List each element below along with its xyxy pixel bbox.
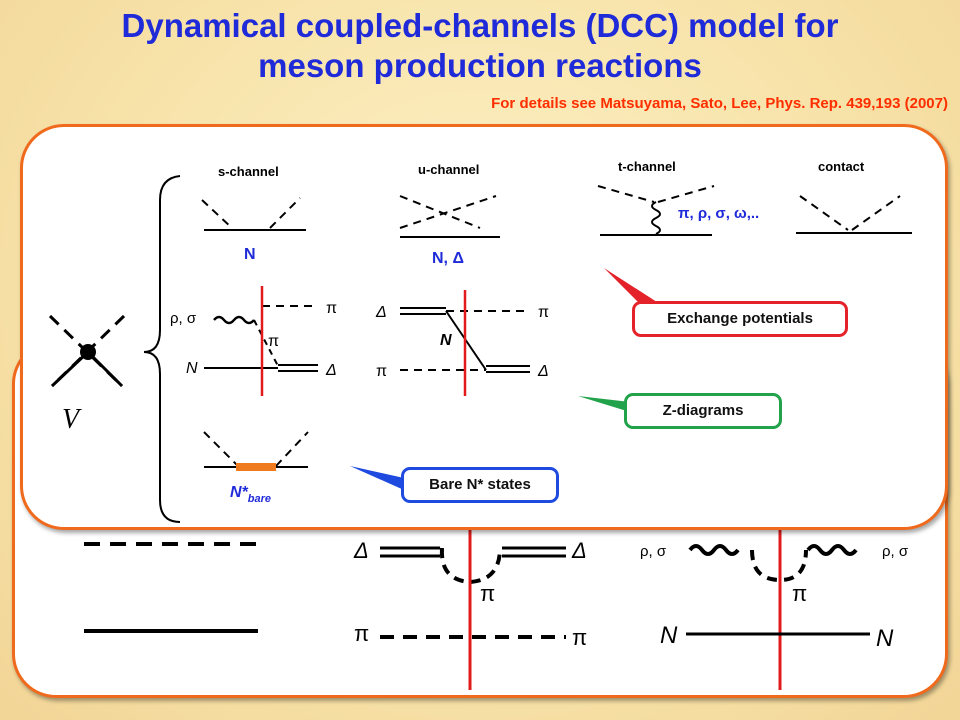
callout-bare-nstar: Bare N* states — [401, 467, 559, 503]
z2-pi-out: π — [538, 304, 549, 321]
z2-delta: Δ — [375, 304, 387, 321]
t-channel-mesons: π, ρ, σ, ω,.. — [678, 205, 759, 222]
u-channel-label: N, Δ — [432, 250, 464, 267]
rho-wiggle-left — [688, 544, 740, 556]
v-label: V — [62, 404, 82, 435]
bare-nstar-bar — [236, 463, 276, 471]
title-line-1: Dynamical coupled-channels (DCC) model f… — [121, 7, 839, 44]
pion-loop-rho — [750, 549, 808, 583]
exchange-pointer — [604, 268, 660, 304]
bare-pointer — [350, 466, 404, 490]
pi-label-left: π — [354, 621, 369, 646]
reference-text: For details see Matsuyama, Sato, Lee, Ph… — [491, 95, 948, 112]
vertex-dot — [80, 344, 96, 360]
bare-nstar-label: N*bare — [230, 484, 271, 505]
header-contact: contact — [818, 159, 865, 174]
nucleon-label-right: N — [876, 625, 894, 652]
header-t-channel: t-channel — [618, 159, 676, 174]
z1-delta: Δ — [325, 362, 337, 379]
z1-meson-label: ρ, σ — [170, 310, 197, 327]
delta-label-right: Δ — [571, 538, 587, 563]
z-pointer — [578, 396, 630, 412]
z1-pi-mid: π — [268, 333, 279, 350]
nucleon-label-left: N — [660, 622, 678, 649]
callout-z-diagrams: Z-diagrams — [624, 393, 782, 429]
rho-wiggle-right — [806, 544, 858, 556]
z2-pi-in: π — [376, 363, 387, 380]
z2-N: N — [440, 332, 452, 349]
callout-exchange-potentials: Exchange potentials — [632, 301, 848, 337]
delta-label-left: Δ — [353, 538, 369, 563]
brace — [143, 175, 181, 523]
pi-label-right: π — [572, 625, 587, 650]
pi-label-loop: π — [480, 581, 495, 606]
header-u-channel: u-channel — [418, 162, 479, 177]
s-channel-label: N — [244, 246, 256, 263]
rho-sigma-label-right: ρ, σ — [882, 543, 909, 560]
z1-wiggle — [213, 315, 255, 325]
title-line-2: meson production reactions — [258, 47, 702, 84]
rho-sigma-label-left: ρ, σ — [640, 543, 667, 560]
z2-delta-out: Δ — [537, 363, 549, 380]
z1-N: N — [186, 360, 198, 377]
pi-label-loop-right: π — [792, 581, 807, 606]
z1-pi-out: π — [326, 300, 337, 317]
header-s-channel: s-channel — [218, 164, 279, 179]
t-channel-wiggle — [651, 201, 661, 235]
